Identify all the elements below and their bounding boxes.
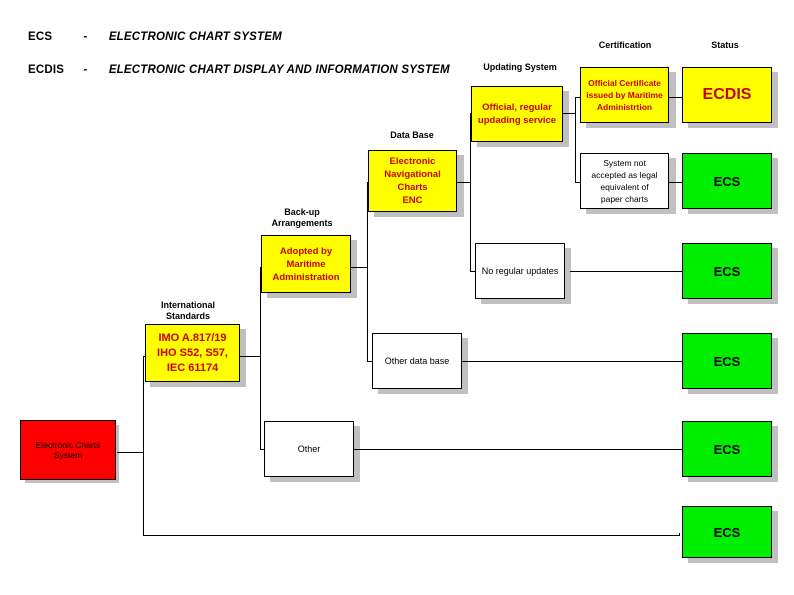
edge-notlegal-to-ecs1 [668, 182, 682, 183]
legend-row-ecs: ECS - ELECTRONIC CHART SYSTEM [28, 31, 282, 43]
edge-official-to-cert [575, 97, 580, 98]
node-label: ECS [713, 353, 741, 369]
node-official-certificate[interactable]: Official Certificate issued by Maritime … [580, 67, 669, 123]
node-label: Official, regular updading service [477, 102, 557, 126]
node-status-ecs-1[interactable]: ECS [682, 153, 772, 209]
edge-backup-to-otherdb [367, 361, 372, 362]
node-other-data-base[interactable]: Other data base [372, 333, 462, 389]
edge-enc-to-noupdates [470, 271, 475, 272]
node-label: Electronic Navigational Charts ENC [384, 156, 441, 206]
legend-abbr: ECS [28, 31, 53, 43]
edge-backup-stub [350, 267, 368, 268]
node-no-regular-updates[interactable]: No regular updates [475, 243, 565, 299]
edge-enc-stub [456, 182, 471, 183]
node-adopted-by-maritime-administration[interactable]: Adopted by Maritime Administration [261, 235, 351, 293]
legend-full-text: ELECTRONIC CHART DISPLAY AND INFORMATION… [108, 64, 450, 76]
edge-official-to-notlegal [575, 182, 580, 183]
node-status-ecdis[interactable]: ECDIS [682, 67, 772, 123]
column-label-certification: Certification [598, 40, 652, 50]
node-status-ecs-2[interactable]: ECS [682, 243, 772, 299]
node-label: ECDIS [702, 86, 752, 103]
node-other[interactable]: Other [264, 421, 354, 477]
edge-root-stub [117, 452, 144, 453]
node-label: No regular updates [481, 266, 559, 276]
column-label-status: Status [711, 40, 739, 50]
node-label: Other data base [384, 356, 450, 366]
node-label: IMO A.817/19 IHO S52, S57, IEC 61174 [157, 331, 228, 374]
edge-enc-spine [470, 113, 471, 271]
edge-noupdates-to-ecs2 [570, 271, 682, 272]
edge-otherdb-to-ecs3 [462, 361, 682, 362]
edge-std-to-other [260, 449, 264, 450]
legend-dash: - [83, 64, 88, 76]
edge-std-stub [239, 356, 261, 357]
edge-std-spine [260, 267, 261, 449]
column-label-updating-system: Updating System [483, 62, 557, 72]
node-system-not-accepted-as-legal[interactable]: System not accepted as legal equivalent … [580, 153, 669, 209]
edge-root-to-ecs5 [143, 535, 679, 536]
node-label: Adopted by Maritime Administration [272, 245, 340, 283]
legend-row-ecdis: ECDIS - ELECTRONIC CHART DISPLAY AND INF… [28, 64, 450, 76]
column-label-international-standards: International Standards [160, 300, 215, 321]
node-label: Other [297, 444, 321, 454]
legend-abbr: ECDIS [28, 64, 65, 76]
node-label: System not accepted as legal equivalent … [591, 158, 658, 204]
column-label-data-base: Data Base [390, 130, 434, 140]
edge-other-to-ecs4 [354, 449, 682, 450]
node-label: ECS [713, 263, 741, 279]
edge-ecs5-riser [679, 533, 680, 536]
legend-full-text: ELECTRONIC CHART SYSTEM [108, 31, 282, 43]
node-status-ecs-3[interactable]: ECS [682, 333, 772, 389]
node-electronic-navigational-charts-enc[interactable]: Electronic Navigational Charts ENC [368, 150, 457, 212]
edge-official-stub [562, 113, 576, 114]
node-label: ECS [713, 173, 741, 189]
edge-cert-to-ecdis [668, 97, 682, 98]
node-root-electronic-charts-system[interactable]: Electronic Charts System [20, 420, 116, 480]
node-label: ECS [713, 524, 741, 540]
legend-dash: - [83, 31, 88, 43]
node-label: Electronic Charts System [35, 440, 101, 460]
node-label: ECS [713, 441, 741, 457]
node-label: Official Certificate issued by Maritime … [586, 78, 663, 112]
column-label-backup-arrangements: Back-up Arrangements [271, 207, 333, 228]
edge-root-spine [143, 356, 144, 535]
node-status-ecs-5[interactable]: ECS [682, 506, 772, 558]
edge-official-spine [575, 97, 576, 182]
edge-backup-spine [367, 182, 368, 361]
node-official-regular-updating-service[interactable]: Official, regular updading service [471, 86, 563, 142]
node-status-ecs-4[interactable]: ECS [682, 421, 772, 477]
edge-root-to-std [143, 356, 146, 357]
node-international-standards[interactable]: IMO A.817/19 IHO S52, S57, IEC 61174 [145, 324, 240, 382]
